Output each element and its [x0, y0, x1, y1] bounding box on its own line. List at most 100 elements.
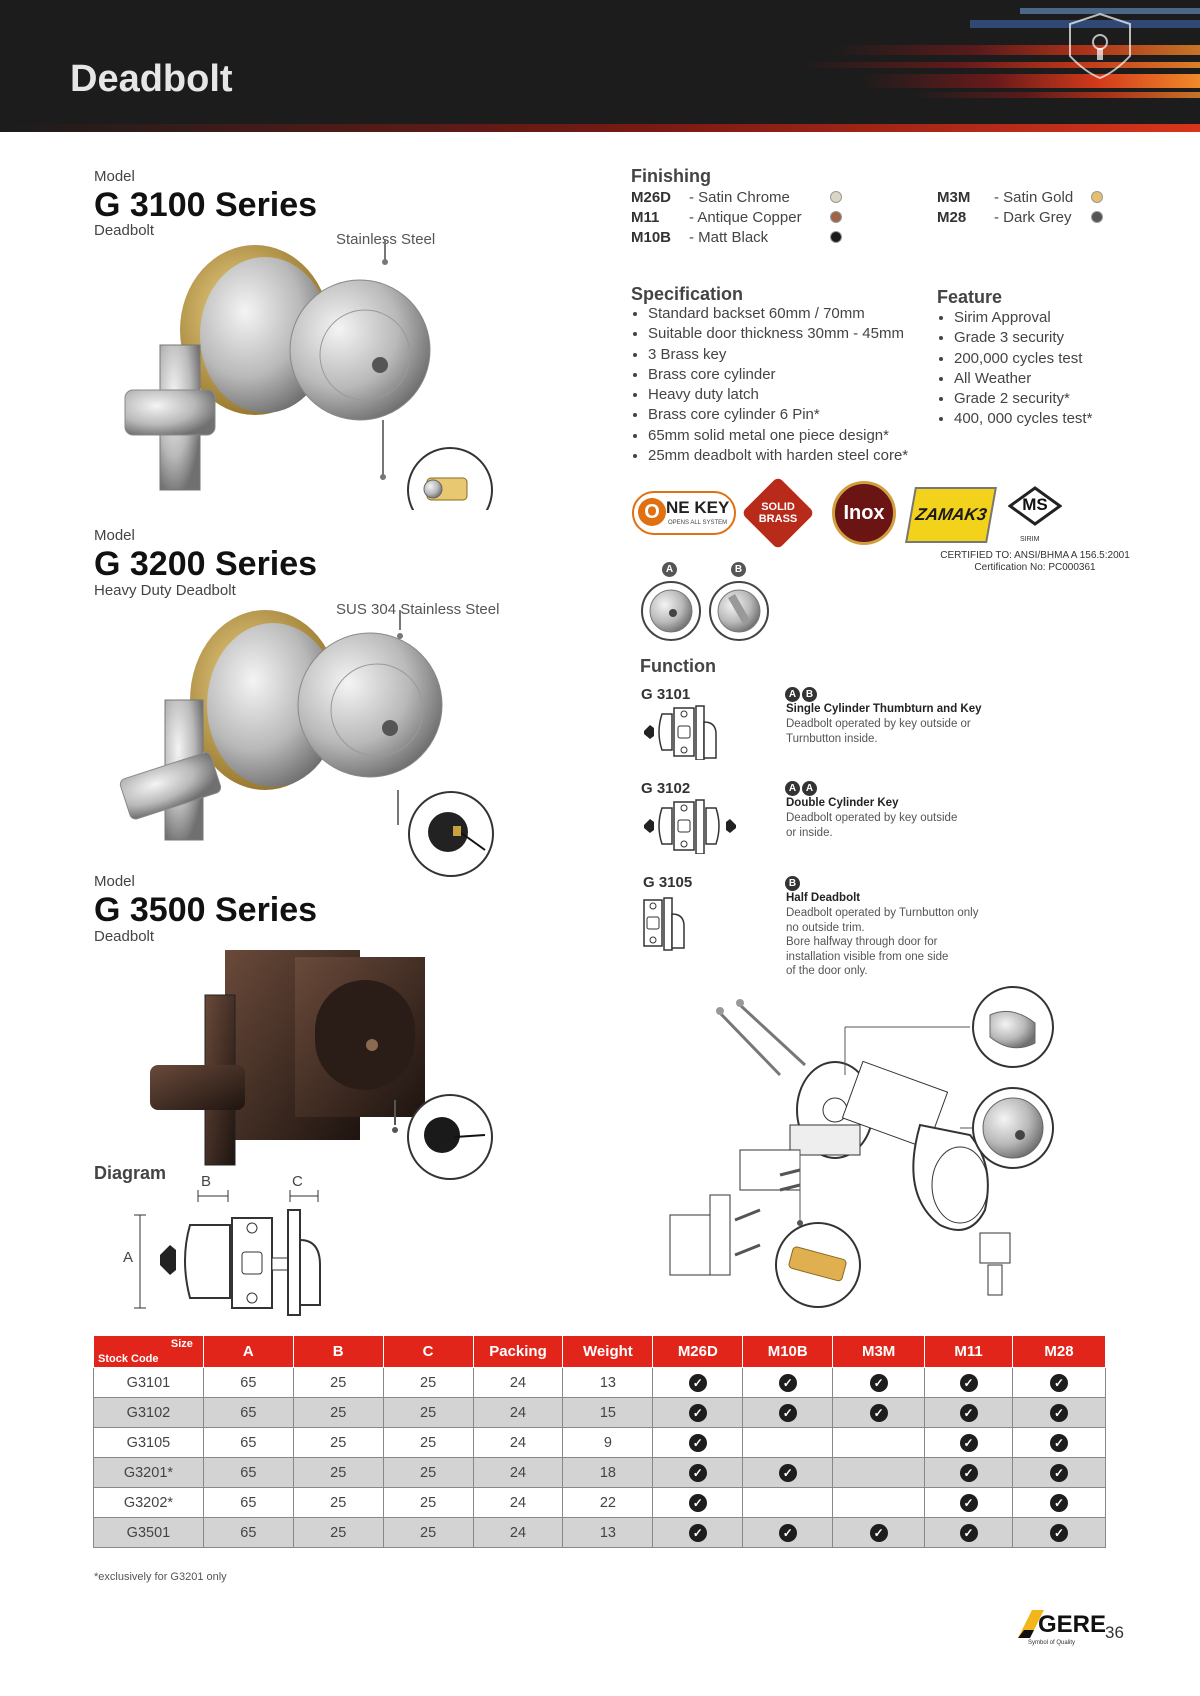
finishing-list-left: M26D- Satin Chrome M11- Antique Copper M… — [631, 187, 842, 247]
function-letter: B — [802, 687, 817, 702]
function-desc-line: no outside trim. — [786, 921, 865, 934]
product-1-model-label: Model — [94, 168, 135, 185]
check-icon: ✓ — [778, 1523, 797, 1542]
finish-swatch-antique-copper — [830, 211, 842, 223]
function-diagram-g3102 — [644, 799, 736, 854]
table-cell-finish: ✓ — [1012, 1367, 1106, 1398]
table-cell-b: 25 — [292, 1457, 384, 1488]
check-icon: ✓ — [869, 1403, 888, 1422]
function-diagram-g3105 — [643, 897, 685, 951]
finish-item: M10B- Matt Black — [631, 227, 842, 247]
product-2-image — [119, 610, 494, 877]
table-cell-b: 25 — [292, 1487, 384, 1518]
table-cell-c: 25 — [382, 1367, 474, 1398]
gere-logo: GERE Symbol of Quality — [1016, 1606, 1126, 1650]
finish-swatch-matt-black — [830, 231, 842, 243]
finish-code: M28 — [937, 208, 967, 226]
table-cell-b: 25 — [292, 1517, 384, 1548]
product-1-subtitle: Deadbolt — [94, 222, 155, 239]
table-cell-finish: ✓ — [1012, 1487, 1106, 1518]
finish-item: M28- Dark Grey — [937, 207, 1103, 227]
table-cell-finish: ✓ — [924, 1367, 1013, 1398]
function-letter: A — [785, 687, 800, 702]
table-header-size-stock: Size Stock Code — [93, 1335, 204, 1368]
table-cell-finish: ✓ — [742, 1457, 834, 1488]
check-icon: ✓ — [959, 1523, 978, 1542]
table-cell-finish: ✓ — [652, 1517, 744, 1548]
function-desc-line: Deadbolt operated by Turnbutton only — [786, 907, 979, 919]
trim-images — [641, 581, 769, 641]
finish-code: M26D — [631, 188, 672, 206]
diagram-label-c: C — [292, 1173, 303, 1190]
feature-list: Sirim Approval Grade 3 security 200,000 … — [937, 308, 1092, 430]
table-cell-b: 25 — [292, 1367, 384, 1398]
table-cell-a: 65 — [202, 1427, 294, 1458]
table-cell-a: 65 — [202, 1487, 294, 1518]
finish-item: M3M- Satin Gold — [937, 187, 1103, 207]
page-header: Deadbolt — [0, 0, 1200, 132]
solid-brass-text-1: SOLID — [761, 501, 795, 513]
one-key-badge-o: O — [638, 498, 666, 526]
function-desc-line: Deadbolt operated by key outside or — [786, 718, 971, 730]
check-icon: ✓ — [959, 1433, 978, 1452]
table-cell-finish: ✓ — [742, 1397, 834, 1428]
check-icon: ✓ — [688, 1463, 707, 1482]
feature-item: Grade 2 security* — [954, 389, 1092, 409]
diagram-heading: Diagram — [94, 1163, 167, 1183]
function-letter: A — [785, 781, 800, 796]
spec-item: 3 Brass key — [648, 345, 908, 365]
function-letter: A — [802, 781, 817, 796]
finishing-list-right: M3M- Satin Gold M28- Dark Grey — [937, 187, 1103, 227]
solid-brass-text-2: BRASS — [758, 513, 798, 525]
spec-item: Heavy duty latch — [648, 385, 908, 405]
table-header: B — [292, 1335, 384, 1368]
ms-badge-text: MS — [1022, 495, 1048, 514]
table-header: M26D — [652, 1335, 744, 1368]
table-cell-b: 25 — [292, 1427, 384, 1458]
feature-item: 200,000 cycles test — [954, 349, 1092, 369]
table-cell-a: 65 — [202, 1367, 294, 1398]
stock-code-label: Stock Code — [98, 1353, 159, 1365]
table-header: M3M — [832, 1335, 926, 1368]
table-cell-finish: ✓ — [924, 1487, 1013, 1518]
table-cell-c: 25 — [382, 1397, 474, 1428]
dimension-diagram — [134, 1190, 321, 1316]
check-icon: ✓ — [959, 1403, 978, 1422]
finish-name: - Satin Gold — [994, 188, 1074, 206]
ms-badge-shape — [1007, 486, 1063, 526]
spec-item: 65mm solid metal one piece design* — [648, 426, 908, 446]
function-desc-line: of the door only. — [786, 965, 868, 977]
finish-name: - Antique Copper — [689, 208, 802, 226]
gere-logo-mark — [1018, 1610, 1044, 1638]
gere-logo-text: GERE — [1038, 1611, 1107, 1638]
cert-line-1: CERTIFIED TO: ANSI/BHMA A 156.5:2001 — [940, 550, 1130, 561]
trim-letter-a: A — [662, 562, 677, 577]
inox-badge: Inox — [832, 481, 896, 545]
check-icon: ✓ — [869, 1373, 888, 1392]
table-cell-finish: ✓ — [1012, 1397, 1106, 1428]
product-3-image — [150, 950, 493, 1180]
check-icon: ✓ — [1050, 1463, 1068, 1482]
table-cell-finish: ✓ — [742, 1517, 834, 1548]
table-cell-finish: ✓ — [1012, 1457, 1106, 1488]
finish-code: M11 — [631, 208, 660, 226]
table-cell-code: G3501 — [93, 1517, 204, 1548]
function-desc-line: Deadbolt operated by key outside — [786, 812, 958, 824]
check-icon: ✓ — [1050, 1433, 1068, 1452]
check-icon: ✓ — [688, 1373, 707, 1392]
product-1-material: Stainless Steel — [336, 231, 436, 248]
finish-swatch-satin-gold — [1091, 191, 1103, 203]
check-icon: ✓ — [1050, 1403, 1068, 1422]
table-cell-code: G3202* — [93, 1487, 204, 1518]
stock-table: Size Stock Code A B C Packing Weight M26… — [93, 1335, 1106, 1548]
table-cell-packing: 24 — [472, 1397, 564, 1428]
check-icon: ✓ — [959, 1463, 978, 1482]
function-heading: Function — [640, 656, 716, 676]
table-cell-code: G3102 — [93, 1397, 204, 1428]
